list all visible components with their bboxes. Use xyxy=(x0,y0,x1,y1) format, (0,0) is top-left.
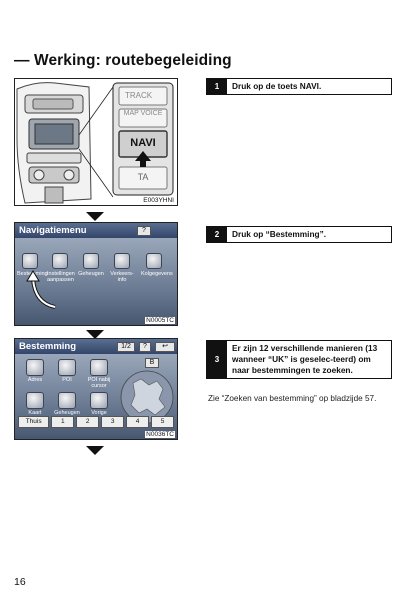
back-button[interactable]: ↩ xyxy=(155,342,175,352)
map-icon xyxy=(26,392,44,409)
memory-button-1[interactable]: 1 xyxy=(51,416,75,428)
dest-item-memory[interactable]: Geheugen xyxy=(53,392,81,416)
dest-item-poi[interactable]: POI xyxy=(53,359,81,383)
step-number: 2 xyxy=(207,227,227,242)
screen-title: Bestemming xyxy=(19,341,77,352)
history-icon xyxy=(90,392,108,409)
menu-item-label: Kolgegevens xyxy=(141,271,173,277)
step-number: 3 xyxy=(207,341,227,378)
menu-item-memory[interactable]: Geheugen xyxy=(78,253,104,277)
ta-button-label: TA xyxy=(137,172,149,182)
step-3: 3 Er zijn 12 verschillende manieren (13 … xyxy=(206,340,392,379)
building-icon xyxy=(58,359,76,376)
step-text: Er zijn 12 verschillende manieren (13 wa… xyxy=(232,343,378,375)
step-text: Druk op “Bestemming”. xyxy=(232,229,327,239)
memory-button-2[interactable]: 2 xyxy=(76,416,100,428)
dest-item-label: Geheugen xyxy=(54,410,80,416)
traffic-icon xyxy=(114,253,130,269)
flow-arrow-2 xyxy=(86,330,104,339)
cursor-icon xyxy=(90,359,108,376)
step-number: 1 xyxy=(207,79,227,94)
dest-item-map[interactable]: Kaart xyxy=(21,392,49,416)
step-text: Druk op de toets NAVI. xyxy=(232,81,322,91)
step-1: 1 Druk op de toets NAVI. xyxy=(206,78,392,95)
navigation-menu-screen: Navigatiemenu ? Bestemming Instellingen … xyxy=(14,222,178,326)
memory-button-3[interactable]: 3 xyxy=(101,416,125,428)
dest-item-previous[interactable]: Vorige xyxy=(85,392,113,416)
flag-icon xyxy=(83,253,99,269)
memory-button-row: Thuis 1 2 3 4 5 xyxy=(18,416,174,428)
menu-item-traffic[interactable]: Verkeers-info xyxy=(109,253,135,283)
b-button[interactable]: B xyxy=(145,358,159,368)
figure-code: N0036TC xyxy=(145,431,175,438)
navi-button-label: NAVI xyxy=(130,137,156,149)
page-indicator[interactable]: 1/2 xyxy=(117,342,135,352)
memory-button-5[interactable]: 5 xyxy=(151,416,174,428)
screen-body xyxy=(15,238,177,325)
search-icon xyxy=(22,253,38,269)
flow-arrow-1 xyxy=(86,212,104,221)
settings-icon xyxy=(52,253,68,269)
dest-item-label: Adres xyxy=(27,377,43,383)
menu-item-label: Geheugen xyxy=(78,271,104,277)
house-icon xyxy=(26,359,44,376)
help-button[interactable]: ? xyxy=(139,342,151,352)
touch-arrow-overlay xyxy=(26,270,56,309)
step-2: 2 Druk op “Bestemming”. xyxy=(206,226,392,243)
screen-header: Navigatiemenu xyxy=(15,223,177,238)
page-title: — Werking: routebegeleiding xyxy=(14,52,232,69)
destination-screen: Bestemming 1/2 ? ↩ B Adres POI POI nabij… xyxy=(14,338,178,440)
figure-code: N0005TC xyxy=(145,317,175,324)
page-number: 16 xyxy=(14,576,26,588)
menu-item-label: Instellingen aanpassen xyxy=(47,271,75,283)
help-button[interactable]: ? xyxy=(137,226,151,236)
track-button-label: TRACK xyxy=(125,91,153,100)
home-button[interactable]: Thuis xyxy=(18,416,50,428)
memory-icon xyxy=(58,392,76,409)
dashboard-illustration: TRACK MAP VOICE NAVI TA E003YHNI xyxy=(14,78,178,206)
dashboard-drawing xyxy=(16,82,174,204)
dest-item-label: POI xyxy=(62,377,72,383)
screen-title: Navigatiemenu xyxy=(19,225,87,236)
map-voice-button-label: MAP VOICE xyxy=(123,110,163,117)
menu-item-map-data[interactable]: Kolgegevens xyxy=(141,253,173,277)
reference-note: Zie “Zoeken van bestemming” op bladzijde… xyxy=(208,394,377,403)
screen-header: Bestemming xyxy=(15,339,177,354)
dest-item-poi-near-cursor[interactable]: POI nabij cursor xyxy=(85,359,113,389)
dest-item-label: Kaart xyxy=(28,410,42,416)
globe-icon xyxy=(120,370,174,424)
menu-item-label: Verkeers-info xyxy=(110,271,134,283)
dest-item-label: Vorige xyxy=(91,410,107,416)
dest-item-label: POI nabij cursor xyxy=(87,377,111,389)
map-icon xyxy=(146,253,162,269)
dest-item-address[interactable]: Adres xyxy=(21,359,49,383)
menu-item-settings[interactable]: Instellingen aanpassen xyxy=(47,253,75,283)
figure-code: E003YHNI xyxy=(142,197,175,204)
memory-button-4[interactable]: 4 xyxy=(126,416,150,428)
flow-arrow-3 xyxy=(86,446,104,455)
